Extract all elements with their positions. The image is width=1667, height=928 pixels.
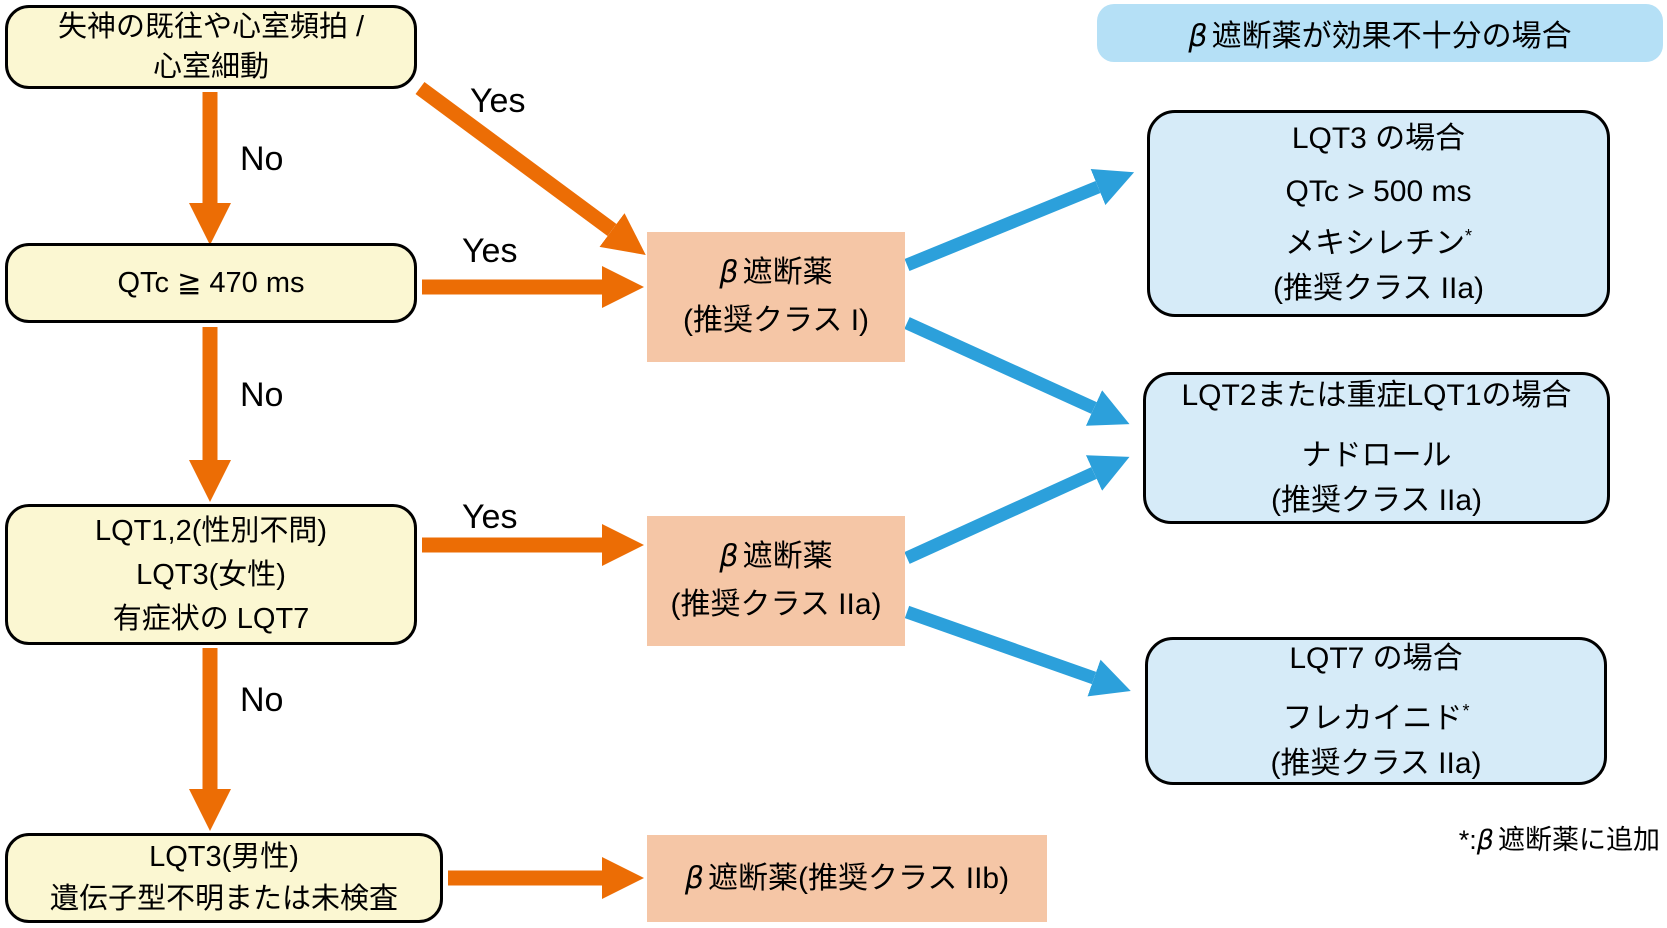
drug-name: フレカイニド: [1282, 702, 1463, 735]
node-text: 遮断薬: [742, 540, 833, 573]
label-yes-genotype: Yes: [462, 498, 518, 536]
node-line: 失神の既往や心室頻拍 /: [57, 11, 365, 43]
node-line: メキシレチン*: [1285, 214, 1472, 266]
node-line: LQT3(男性): [149, 841, 299, 873]
arrow-class1-to-lqt2: [904, 317, 1130, 426]
node-line: LQT2または重症LQT1の場合: [1181, 379, 1572, 412]
node-line: (推奨クラス I): [682, 304, 870, 337]
node-line: ナドロール: [1302, 426, 1452, 478]
header-text: 遮断薬が効果不十分の場合: [1211, 20, 1572, 53]
label-no-3: No: [240, 681, 284, 719]
node-line: (推奨クラス IIa): [1270, 484, 1483, 517]
footnote-text: 遮断薬に追加: [1498, 825, 1660, 855]
node-line: LQT7 の場合: [1289, 642, 1463, 675]
node-syncope-vt-vf: 失神の既往や心室頻拍 / 心室細動: [5, 5, 417, 89]
drug-name: メキシレチン: [1284, 227, 1465, 260]
arrow-yes-diagonal: [415, 81, 646, 255]
node-line: 遺伝子型不明または未検査: [49, 883, 398, 915]
node-lqt3-mexiletine: LQT3 の場合 QTc > 500 ms メキシレチン* (推奨クラス IIa…: [1147, 110, 1610, 317]
node-lqt7-flecainide: LQT7 の場合 フレカイニド* (推奨クラス IIa): [1145, 637, 1607, 785]
label-yes-diagonal: Yes: [470, 82, 526, 120]
arrow-class2a-to-lqt2: [904, 455, 1130, 564]
label-no-1: No: [240, 140, 284, 178]
node-text: 遮断薬: [742, 256, 833, 289]
node-lqt2-nadolol: LQT2または重症LQT1の場合 ナドロール (推奨クラス IIa): [1143, 372, 1610, 524]
beta-symbol: β: [1476, 825, 1494, 856]
asterisk-marker: *: [1464, 226, 1472, 246]
arrow-class2a-to-lqt7: [904, 605, 1131, 697]
node-qtc-470: QTc ≧ 470 ms: [5, 243, 417, 323]
node-text: 遮断薬(推奨クラス IIb): [708, 861, 1010, 895]
beta-symbol: β: [684, 860, 705, 896]
node-line: QTc > 500 ms: [1285, 175, 1472, 208]
node-line: (推奨クラス IIa): [670, 588, 882, 621]
node-line: QTc ≧ 470 ms: [117, 267, 305, 299]
beta-symbol: β: [719, 255, 739, 290]
node-line: (推奨クラス IIa): [1272, 272, 1485, 305]
label-yes-qtc: Yes: [462, 232, 518, 270]
footnote-star: *:: [1458, 825, 1477, 855]
node-line: フレカイニド*: [1282, 689, 1469, 741]
node-genotype-groups: LQT1,2(性別不問) LQT3(女性) 有症状の LQT7: [5, 504, 417, 645]
drug-name: ナドロール: [1301, 439, 1452, 472]
node-line: LQT1,2(性別不問): [94, 514, 328, 547]
label-no-2: No: [240, 376, 284, 414]
arrow-class1-to-lqt3: [904, 168, 1135, 272]
beta-symbol: β: [719, 539, 739, 574]
node-lqt3-male-unknown: LQT3(男性) 遺伝子型不明または未検査: [5, 833, 443, 923]
asterisk-marker: *: [1462, 701, 1470, 721]
node-line: LQT3(女性): [136, 558, 286, 591]
node-line: 有症状の LQT7: [112, 602, 310, 635]
node-line: LQT3 の場合: [1291, 122, 1466, 155]
beta-symbol: β: [1188, 19, 1208, 54]
node-line: 心室細動: [152, 51, 269, 83]
node-line: (推奨クラス IIa): [1270, 747, 1482, 780]
